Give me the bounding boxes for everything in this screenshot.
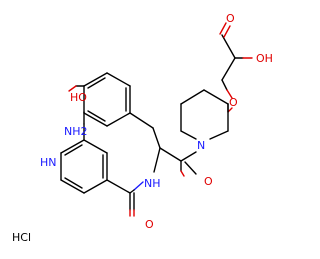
bond-calpha-nh [153, 147, 161, 173]
atom-label-nh-amide: NH [144, 177, 161, 190]
bond-c-o-double-1 [219, 22, 227, 35]
atom-label-oh-acid: OH [256, 52, 273, 65]
bond-bz-6 [83, 179, 108, 194]
bond-ph-inner-3 [87, 110, 106, 122]
bond-ph-5 [83, 112, 108, 127]
carboxylic-acid-group [219, 22, 253, 99]
atom-label-o-ether: O [229, 96, 238, 109]
bond-ch2-o [221, 79, 228, 91]
bond-n-c5 [209, 130, 229, 140]
bond-c4-c3 [203, 89, 229, 105]
atom-label-o-carbonyl-acid: O [226, 12, 235, 25]
bond-co-calpha [159, 147, 182, 162]
bond-c-o-double-2 [223, 25, 231, 38]
alpha-carbon-region [129, 112, 161, 173]
bond-nh-c [129, 189, 135, 194]
structure-canvas: OH O O HO NH2 HN N O NH O HCl [12, 12, 273, 244]
bond-n-co [180, 151, 197, 162]
bond-c1-n [180, 130, 197, 140]
bond-ch2-ring [129, 112, 154, 129]
molecule-drawing: OH O O HO NH2 HN N O NH O HCl [12, 12, 273, 244]
bond-calpha-ch2 [152, 127, 161, 149]
phenol-ring [68, 72, 131, 127]
benzamide-linker [106, 179, 144, 217]
atom-label-hn-imine: HN [40, 156, 57, 169]
salt-label-hcl: HCl [12, 231, 31, 244]
bond-bz-inner-2 [64, 144, 83, 156]
bond-ch2-o-red [226, 89, 233, 99]
bond-ch2-cooh [221, 34, 236, 59]
bond-co-o-1r [180, 170, 185, 177]
atom-label-nh2: NH2 [64, 125, 88, 138]
bond-ph-oh-red [68, 85, 77, 92]
bond-ph-3 [83, 72, 108, 87]
bond-c-ring [106, 179, 131, 194]
atom-label-n-piperidine: N [197, 139, 205, 152]
bond-bz-5 [60, 179, 85, 194]
benzamidine-ring [60, 139, 108, 194]
piperidine-ring [180, 89, 233, 140]
bond-ph-2 [106, 72, 131, 87]
atom-label-ho-phenol: HO [70, 91, 87, 104]
bond-ph-inner-2 [87, 77, 106, 89]
bond-bz-3 [60, 139, 85, 154]
amide-carbonyl [159, 147, 197, 177]
bond-ph-6 [106, 112, 131, 127]
bond-co-o-2 [184, 161, 197, 175]
bond-c-ch2 [221, 57, 236, 81]
bond-nh-c-blue [133, 181, 144, 191]
atom-label-o-carbonyl-benzoyl: O [145, 218, 154, 231]
bond-bz-2 [83, 139, 108, 154]
bond-c3-c2 [180, 89, 205, 105]
atom-label-o-carbonyl-amide: O [204, 175, 213, 188]
bond-bz-inner-3 [64, 177, 83, 189]
